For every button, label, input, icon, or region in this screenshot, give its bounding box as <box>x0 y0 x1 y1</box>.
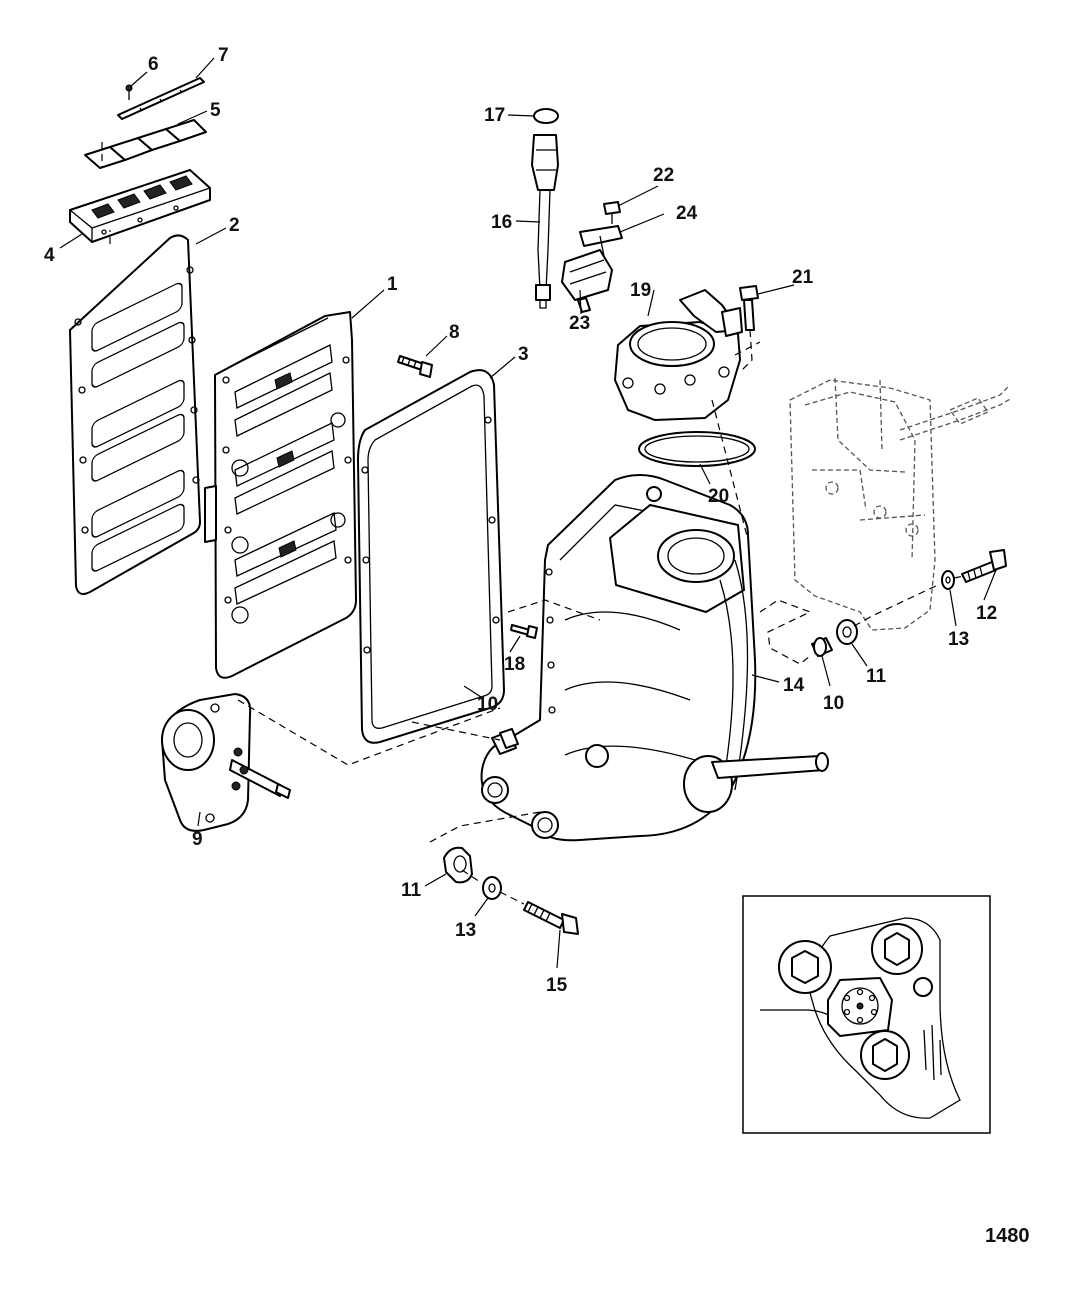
part-17-o-ring <box>533 108 559 124</box>
callout-19: 19 <box>630 280 651 301</box>
part-7-strip <box>117 77 205 120</box>
part-23-connector <box>561 249 613 313</box>
callout-13-lower: 13 <box>455 920 476 941</box>
callout-2: 2 <box>229 215 240 236</box>
part-10-plug-left <box>491 728 519 755</box>
part-4-reed-block <box>69 169 211 243</box>
callout-13-right: 13 <box>948 629 969 650</box>
part-18-bolt <box>510 624 538 639</box>
figure-number: 1480 <box>985 1225 1030 1247</box>
leader-lines <box>59 57 997 969</box>
part-12-bolt <box>961 549 1007 583</box>
callout-18: 18 <box>504 654 525 675</box>
part-10-plug-right <box>811 637 833 657</box>
engine-block-reference <box>789 377 1013 631</box>
part-11-grommet-right <box>836 619 858 645</box>
callout-10-right: 10 <box>823 693 844 714</box>
part-1-adaptor-plate <box>204 311 357 679</box>
part-13-washer-right <box>941 570 955 590</box>
part-11-grommet-lower <box>443 846 473 884</box>
alignment-lines <box>101 142 965 905</box>
callouts: 1 2 3 4 5 6 7 8 9 10 10 11 11 12 13 13 1… <box>44 45 997 996</box>
part-16-sensor <box>531 134 559 309</box>
callout-9: 9 <box>192 829 203 850</box>
part-3-gasket <box>357 369 505 744</box>
part-21-bolt <box>739 285 759 331</box>
callout-20: 20 <box>708 486 729 507</box>
part-9-pump <box>161 693 291 832</box>
callout-10-left: 10 <box>477 694 498 715</box>
part-13-washer-lower <box>482 876 502 900</box>
callout-15: 15 <box>546 975 568 996</box>
part-8-bolt <box>397 355 433 378</box>
part-24-bracket <box>579 225 623 257</box>
callout-1: 1 <box>387 274 398 295</box>
part-22-bolt <box>603 201 621 224</box>
callout-24: 24 <box>676 203 698 224</box>
part-19-throttle-body <box>614 289 743 421</box>
callout-6: 6 <box>148 54 159 75</box>
part-15-bolt <box>523 901 579 935</box>
callout-12: 12 <box>976 603 997 624</box>
callout-23: 23 <box>569 313 590 334</box>
callout-11-right: 11 <box>866 666 887 687</box>
callout-4: 4 <box>44 245 55 266</box>
callout-21: 21 <box>792 267 814 288</box>
callout-22: 22 <box>653 165 674 186</box>
part-6-screw <box>125 84 133 100</box>
callout-11-lower: 11 <box>401 880 422 901</box>
callout-16: 16 <box>491 212 512 233</box>
callout-8: 8 <box>449 322 460 343</box>
part-2-gasket-plate <box>69 234 201 595</box>
callout-5: 5 <box>210 100 221 121</box>
callout-14: 14 <box>783 675 805 696</box>
part-20-o-ring <box>638 431 756 467</box>
part-5-reed-petals <box>84 119 207 169</box>
callout-17: 17 <box>484 105 505 126</box>
part-14-housing <box>480 474 829 842</box>
inset-detail <box>742 895 991 1134</box>
callout-3: 3 <box>518 344 529 365</box>
callout-7: 7 <box>218 45 229 66</box>
